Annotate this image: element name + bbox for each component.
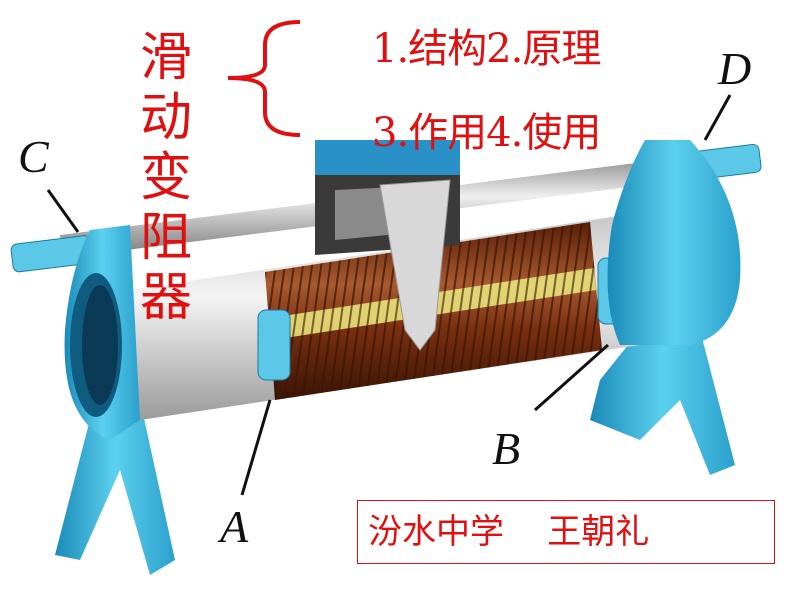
left-stand-hole <box>82 285 118 405</box>
left-stand-leg <box>55 400 175 575</box>
vertical-title: 滑 动 变 阻 器 <box>136 28 196 328</box>
leader-a <box>240 399 272 496</box>
label-d: D <box>718 43 752 94</box>
curly-brace <box>227 20 301 137</box>
leader-d <box>703 94 732 141</box>
topic-line-1: 1.结构2.原理 <box>372 26 601 72</box>
label-a: A <box>220 501 249 552</box>
leader-c <box>46 189 80 233</box>
title-char: 滑 <box>139 28 192 88</box>
slider-top <box>315 140 460 175</box>
terminal-a-post <box>257 309 291 381</box>
title-char: 器 <box>139 268 192 328</box>
credit-box: 汾水中学 王朝礼 <box>357 500 775 564</box>
right-stand <box>607 140 741 345</box>
title-char: 阻 <box>139 208 192 268</box>
title-char: 动 <box>139 88 192 148</box>
title-char: 变 <box>139 148 192 208</box>
leader-b <box>534 343 609 412</box>
right-stand-leg <box>590 330 735 475</box>
author-name: 王朝礼 <box>547 512 650 552</box>
topic-line-2: 3.作用4.使用 <box>372 110 601 156</box>
slider-contact <box>379 179 451 351</box>
label-b: B <box>492 423 521 474</box>
label-c: C <box>18 131 49 182</box>
school-name: 汾水中学 <box>368 512 504 552</box>
